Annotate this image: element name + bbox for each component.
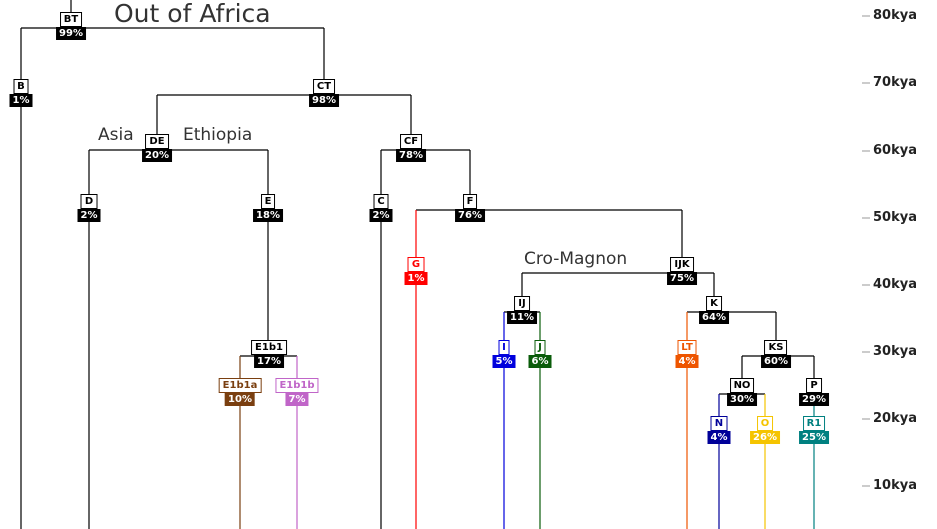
time-tick-60kya: 60kya — [873, 143, 917, 158]
node-ks: KS 60% — [761, 340, 791, 368]
node-o: O 26% — [750, 416, 780, 444]
node-label: IJ — [514, 296, 530, 311]
node-ct: CT 98% — [309, 79, 339, 107]
time-tick-40kya: 40kya — [873, 277, 917, 292]
node-label: LT — [677, 340, 697, 355]
time-tick-50kya: 50kya — [873, 210, 917, 225]
time-tick-10kya: 10kya — [873, 478, 917, 493]
node-percentage: 98% — [309, 94, 339, 107]
node-label: G — [407, 257, 425, 272]
node-label: B — [13, 79, 29, 94]
node-percentage: 6% — [528, 355, 552, 368]
out-of-africa-label: Out of Africa — [114, 0, 271, 28]
time-tick-70kya: 70kya — [873, 75, 917, 90]
node-label: BT — [59, 12, 83, 27]
node-label: O — [756, 416, 774, 431]
node-label: E1b1a — [218, 378, 262, 393]
node-percentage: 1% — [404, 272, 428, 285]
node-label: F — [462, 194, 478, 209]
asia-label: Asia — [98, 125, 134, 145]
node-label: NO — [729, 378, 755, 393]
node-percentage: 2% — [77, 209, 101, 222]
node-label: J — [534, 340, 546, 355]
node-b: B 1% — [9, 79, 33, 107]
node-e: E 18% — [253, 194, 283, 222]
cro-magnon-label: Cro-Magnon — [524, 249, 628, 269]
node-percentage: 7% — [285, 393, 309, 406]
node-label: R1 — [802, 416, 826, 431]
node-i: I 5% — [492, 340, 516, 368]
node-percentage: 78% — [396, 149, 426, 162]
node-label: E — [260, 194, 276, 209]
node-k: K 64% — [699, 296, 729, 324]
node-percentage: 64% — [699, 311, 729, 324]
node-e1b1: E1b1 17% — [251, 340, 287, 368]
node-n: N 4% — [707, 416, 731, 444]
node-lt: LT 4% — [675, 340, 699, 368]
node-percentage: 30% — [727, 393, 757, 406]
node-e1b1a: E1b1a 10% — [218, 378, 262, 406]
node-label: CT — [312, 79, 336, 94]
node-bt: BT 99% — [56, 12, 86, 40]
node-d: D 2% — [77, 194, 101, 222]
node-percentage: 4% — [707, 431, 731, 444]
node-f: F 76% — [455, 194, 485, 222]
time-tick-30kya: 30kya — [873, 344, 917, 359]
node-percentage: 17% — [254, 355, 284, 368]
node-ijk: IJK 75% — [667, 257, 697, 285]
node-j: J 6% — [528, 340, 552, 368]
node-e1b1b: E1b1b 7% — [275, 378, 319, 406]
node-label: KS — [764, 340, 788, 355]
node-label: IJK — [670, 257, 694, 272]
node-r1: R1 25% — [799, 416, 829, 444]
node-percentage: 75% — [667, 272, 697, 285]
node-percentage: 29% — [799, 393, 829, 406]
node-label: N — [710, 416, 728, 431]
node-percentage: 11% — [507, 311, 537, 324]
node-label: CF — [399, 134, 423, 149]
time-tick-20kya: 20kya — [873, 411, 917, 426]
node-label: DE — [145, 134, 169, 149]
node-p: P 29% — [799, 378, 829, 406]
node-no: NO 30% — [727, 378, 757, 406]
node-label: E1b1b — [275, 378, 319, 393]
node-percentage: 25% — [799, 431, 829, 444]
node-percentage: 2% — [369, 209, 393, 222]
node-cf: CF 78% — [396, 134, 426, 162]
node-c: C 2% — [369, 194, 393, 222]
node-percentage: 18% — [253, 209, 283, 222]
node-label: E1b1 — [251, 340, 287, 355]
node-label: I — [498, 340, 510, 355]
node-percentage: 20% — [142, 149, 172, 162]
node-percentage: 4% — [675, 355, 699, 368]
node-ij: IJ 11% — [507, 296, 537, 324]
node-de: DE 20% — [142, 134, 172, 162]
node-percentage: 76% — [455, 209, 485, 222]
node-label: D — [80, 194, 98, 209]
node-label: C — [373, 194, 389, 209]
node-g: G 1% — [404, 257, 428, 285]
node-percentage: 26% — [750, 431, 780, 444]
node-percentage: 1% — [9, 94, 33, 107]
node-percentage: 60% — [761, 355, 791, 368]
time-tick-80kya: 80kya — [873, 8, 917, 23]
ethiopia-label: Ethiopia — [183, 125, 253, 145]
node-label: K — [706, 296, 722, 311]
node-percentage: 5% — [492, 355, 516, 368]
node-label: P — [806, 378, 822, 393]
node-percentage: 10% — [225, 393, 255, 406]
node-percentage: 99% — [56, 27, 86, 40]
